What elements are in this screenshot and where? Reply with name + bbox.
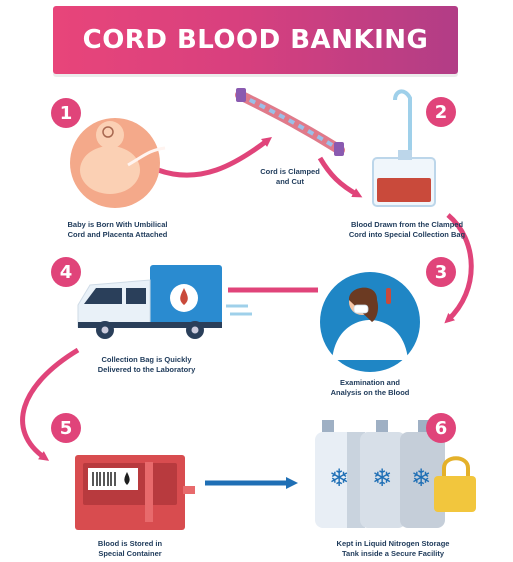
step-2-caption: Blood Drawn from the Clamped Cord into S… (348, 220, 466, 239)
svg-text:❄: ❄ (411, 464, 431, 492)
svg-text:❄: ❄ (372, 464, 392, 492)
delivery-truck-icon (77, 265, 252, 339)
lab-scientist-icon (320, 272, 420, 372)
title-banner: CORD BLOOD BANKING (53, 6, 458, 74)
arrow-4-to-5 (20, 347, 80, 461)
step-5-caption: Blood is Stored in Special Container (97, 539, 163, 558)
step-3-badge: 3 (426, 257, 456, 287)
arrow-2-to-3 (444, 213, 474, 324)
step-1-caption: Baby is Born With Umbilical Cord and Pla… (67, 220, 168, 239)
step-1-badge: 1 (51, 98, 81, 128)
storage-container-icon (75, 455, 195, 530)
page-title: CORD BLOOD BANKING (82, 25, 429, 55)
step-4-caption: Collection Bag is Quickly Delivered to t… (97, 355, 196, 374)
step-6-badge: 6 (426, 413, 456, 443)
nitrogen-tank-icon: ❄ ❄ ❄ (315, 420, 476, 528)
collection-bag-icon (372, 89, 436, 207)
step-2-badge: 2 (426, 97, 456, 127)
arrow-1-to-cord (157, 136, 272, 178)
cord-caption: Cord is Clamped and Cut (260, 167, 320, 186)
baby-icon (70, 118, 166, 208)
step-5-badge: 5 (51, 413, 81, 443)
arrow-cord-to-bag (317, 156, 363, 198)
step-4-badge: 4 (51, 257, 81, 287)
svg-text:❄: ❄ (329, 464, 349, 492)
step-3-caption: Examination and Analysis on the Blood (330, 378, 410, 397)
step-6-caption: Kept in Liquid Nitrogen Storage Tank ins… (336, 539, 450, 558)
umbilical-cord-icon (235, 88, 345, 156)
